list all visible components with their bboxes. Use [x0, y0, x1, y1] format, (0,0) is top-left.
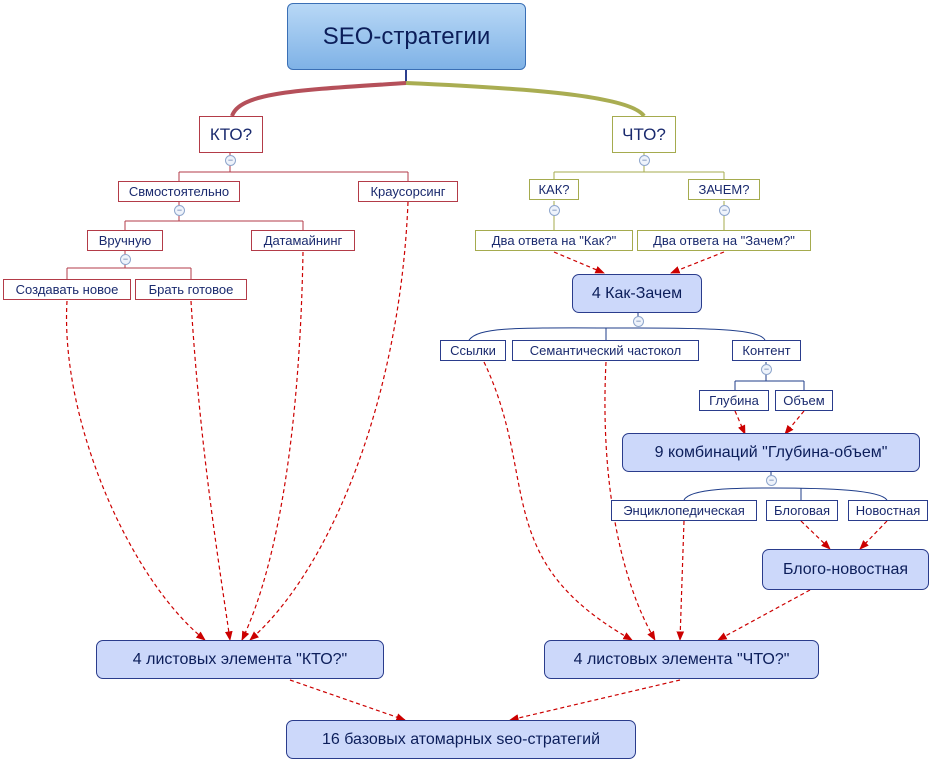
what-leaf-summary-node[interactable]: 4 листовых элемента "ЧТО?" [544, 640, 819, 679]
final-strategies-node[interactable]: 16 базовых атомарных seo-стратегий [286, 720, 636, 759]
who-branch [230, 81, 407, 117]
crowdsourcing-node[interactable]: Краусорсинг [358, 181, 458, 202]
links-node[interactable]: Ссылки [440, 340, 506, 361]
blog-news-node[interactable]: Блого-новостная [762, 549, 929, 590]
what-node[interactable]: ЧТО? [612, 116, 676, 153]
datamining-node[interactable]: Датамайнинг [251, 230, 355, 251]
who-collapse-icon[interactable]: − [225, 155, 236, 166]
what-collapse-icon[interactable]: − [639, 155, 650, 166]
self-node[interactable]: Свмостоятельно [118, 181, 240, 202]
blog-node[interactable]: Блоговая [766, 500, 838, 521]
depth-node[interactable]: Глубина [699, 390, 769, 411]
root-node[interactable]: SEO-стратегии [287, 3, 526, 70]
how-answers-node[interactable]: Два ответа на "Как?" [475, 230, 633, 251]
dependency-arrows [65, 201, 888, 722]
content-collapse-icon[interactable]: − [761, 364, 772, 375]
who-connectors [66, 153, 409, 279]
combinations-collapse-icon[interactable]: − [766, 475, 777, 486]
who-leaf-summary-node[interactable]: 4 листовых элемента "КТО?" [96, 640, 384, 679]
how-node[interactable]: КАК? [529, 179, 579, 200]
encyclopedic-node[interactable]: Энциклопедическая [611, 500, 757, 521]
news-node[interactable]: Новостная [848, 500, 928, 521]
who-node[interactable]: КТО? [199, 116, 263, 153]
create-new-node[interactable]: Создавать новое [3, 279, 131, 300]
semantic-node[interactable]: Семантический частокол [512, 340, 699, 361]
volume-node[interactable]: Объем [775, 390, 833, 411]
how-why-collapse-icon[interactable]: − [633, 316, 644, 327]
why-answers-node[interactable]: Два ответа на "Зачем?" [637, 230, 811, 251]
why-node[interactable]: ЗАЧЕМ? [688, 179, 760, 200]
manual-node[interactable]: Вручную [87, 230, 163, 251]
manual-collapse-icon[interactable]: − [120, 254, 131, 265]
content-node[interactable]: Контент [732, 340, 801, 361]
self-collapse-icon[interactable]: − [174, 205, 185, 216]
how-why-node[interactable]: 4 Как-Зачем [572, 274, 702, 313]
root-connectors [230, 70, 646, 118]
take-ready-node[interactable]: Брать готовое [135, 279, 247, 300]
why-collapse-icon[interactable]: − [719, 205, 730, 216]
combinations-node[interactable]: 9 комбинаций "Глубина-объем" [622, 433, 920, 472]
what-branch [405, 81, 646, 118]
how-collapse-icon[interactable]: − [549, 205, 560, 216]
